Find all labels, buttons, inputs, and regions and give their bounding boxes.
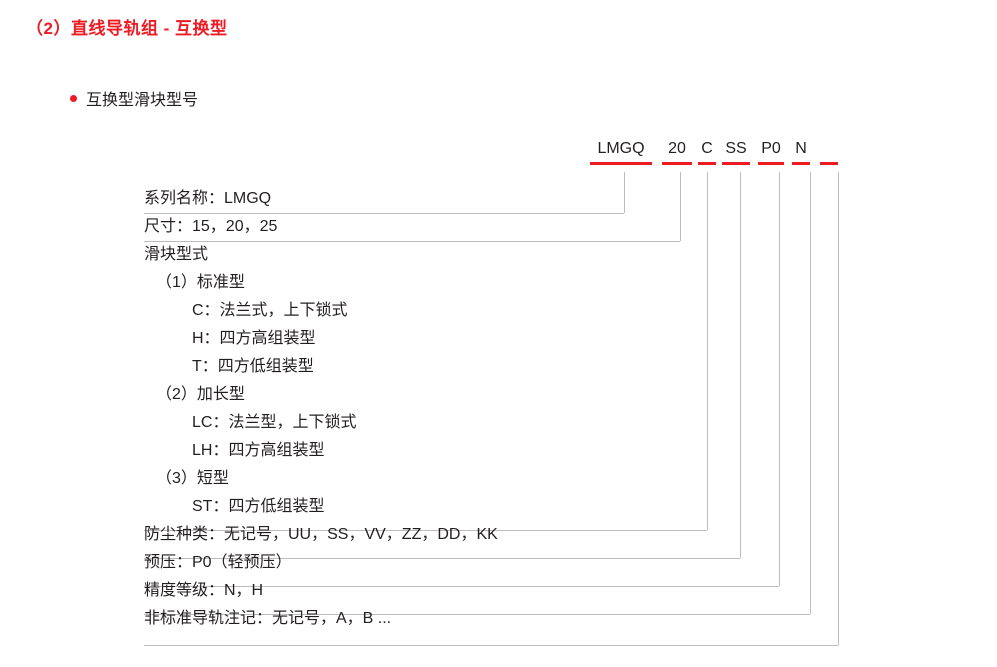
spec-row: 滑块型式 [144, 246, 209, 263]
leader-preload-horizontal [144, 586, 779, 587]
model-code-underline-5 [758, 162, 784, 165]
spec-row: T：四方低组装型 [192, 358, 314, 375]
spec-row: 预压：P0（轻预压） [144, 554, 292, 571]
spec-row: LC：法兰型，上下锁式 [192, 414, 357, 431]
leader-series-name-horizontal [144, 213, 624, 214]
model-code-segment-4: SS [725, 140, 747, 157]
spec-row: （2）加长型 [156, 386, 245, 403]
leader-slider-type-vertical [707, 172, 708, 530]
model-code-underline-2 [662, 162, 692, 165]
model-code-underline-3 [698, 162, 716, 165]
leader-dust-type-horizontal [144, 558, 740, 559]
model-code-segment-2: 20 [668, 140, 686, 157]
spec-row: LH：四方高组装型 [192, 442, 325, 459]
spec-row: H：四方高组装型 [192, 330, 316, 347]
spec-row: 非标准导轨注记：无记号，A，B ... [144, 610, 392, 627]
spec-row: 精度等级：N，H [144, 582, 264, 599]
model-code-underline-1 [590, 162, 652, 165]
bullet-heading-label: 互换型滑块型号 [86, 92, 199, 109]
bullet-dot-icon [70, 94, 77, 102]
model-code-segment-3: C [701, 140, 713, 157]
spec-row: C：法兰式，上下锁式 [192, 302, 348, 319]
spec-row: 防尘种类：无记号，UU，SS，VV，ZZ，DD，KK [144, 526, 498, 543]
leader-size-horizontal [144, 241, 680, 242]
leader-nonstandard-horizontal [144, 645, 838, 646]
page-title: （2）直线导轨组 - 互换型 [26, 19, 228, 38]
leader-size-vertical [680, 172, 681, 241]
model-code-segment-5: P0 [761, 140, 781, 157]
model-code-underline-6 [792, 162, 810, 165]
spec-list: 系列名称：LMGQ 尺寸：15，20，25 滑块型式 （1）标准型 C：法兰式，上下锁式… [144, 185, 664, 633]
model-code-underline-7 [820, 162, 838, 165]
leader-dust-type-vertical [740, 172, 741, 558]
leader-preload-vertical [779, 172, 780, 586]
model-code-underline-4 [722, 162, 750, 165]
model-code-segment-1: LMGQ [597, 140, 645, 157]
leader-accuracy-horizontal [144, 614, 810, 615]
spec-row: （1）标准型 [156, 274, 245, 291]
spec-row: 系列名称：LMGQ [144, 190, 272, 207]
model-code-segment-6: N [795, 140, 807, 157]
leader-nonstandard-vertical [838, 172, 839, 645]
spec-row: 尺寸：15，20，25 [144, 218, 278, 235]
spec-row: ST：四方低组装型 [192, 498, 325, 515]
leader-series-name-vertical [624, 172, 625, 213]
bullet-heading: 互换型滑块型号 [70, 86, 198, 110]
spec-row: （3）短型 [156, 470, 229, 487]
leader-accuracy-vertical [810, 172, 811, 614]
leader-slider-type-horizontal [144, 530, 707, 531]
